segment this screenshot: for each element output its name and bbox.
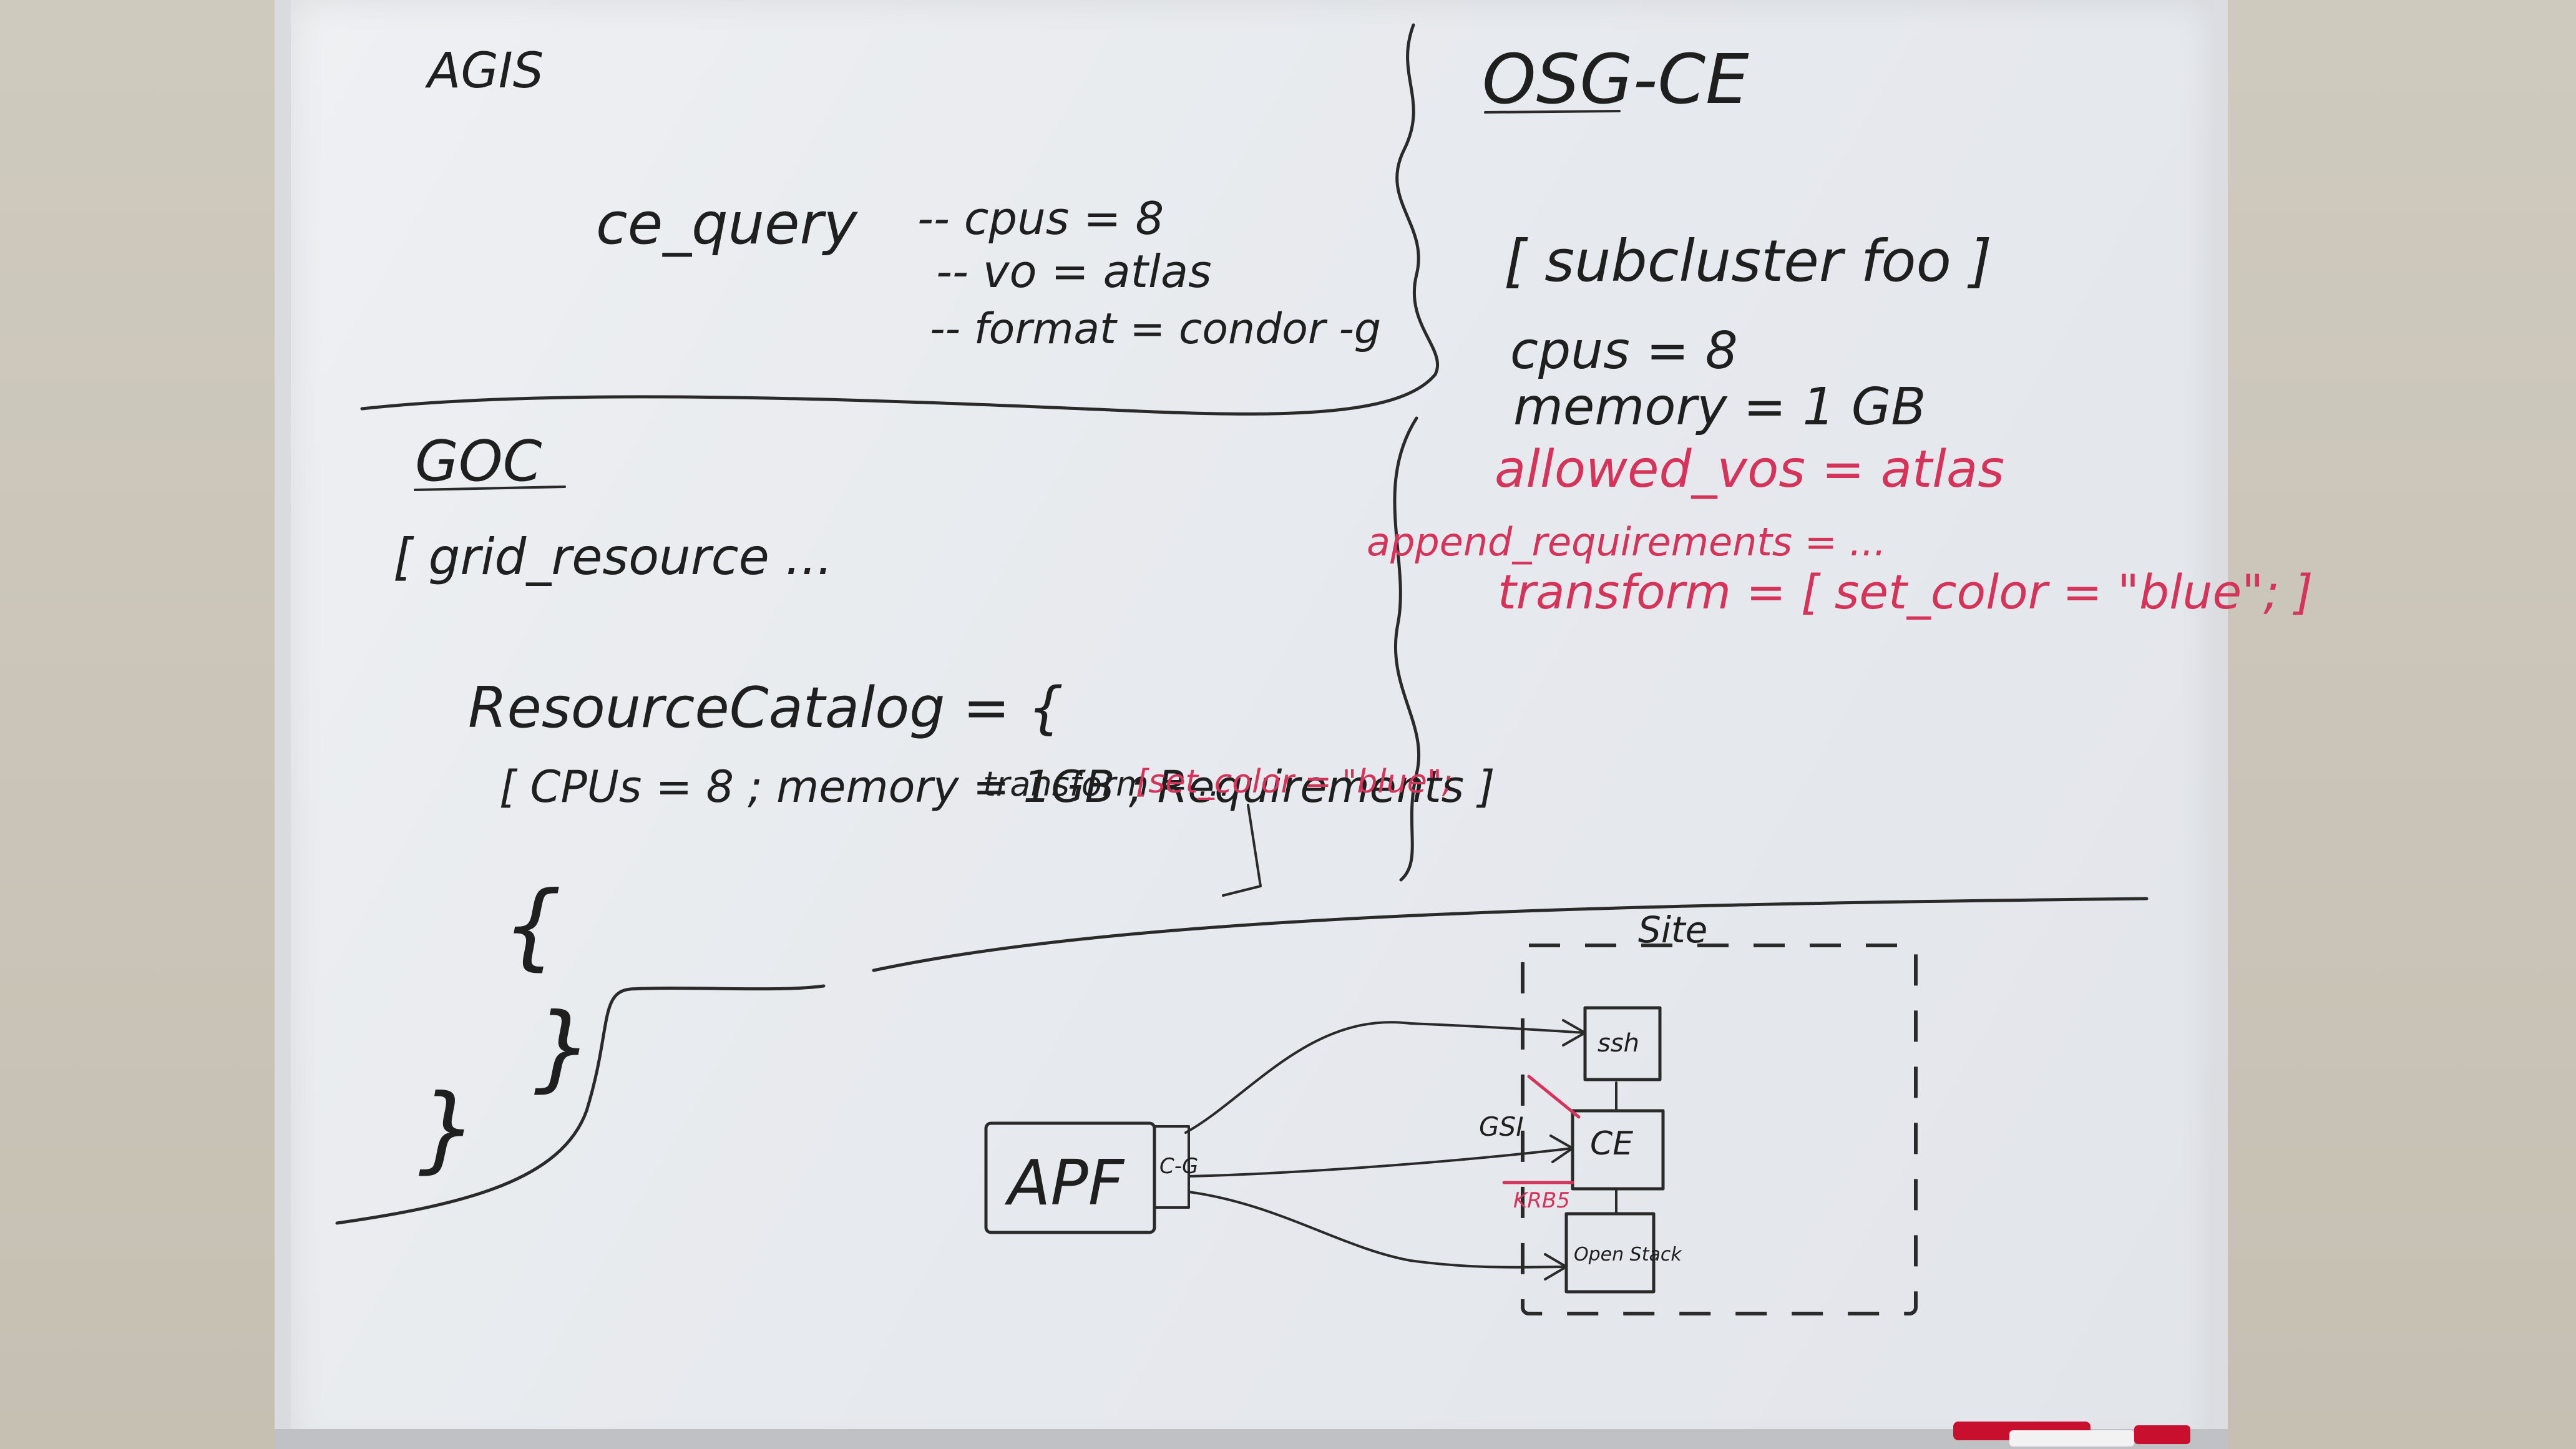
ce-box [1571, 1109, 1665, 1191]
apf-to-ce-arrowhead [1549, 1134, 1574, 1163]
apf-to-ssh-arrowhead [1562, 1019, 1586, 1046]
goc-grid-resource: [ grid_resource ... [393, 528, 833, 586]
ssh-label: ssh [1598, 1029, 1639, 1058]
site-title: Site [1638, 909, 1707, 951]
osg-ce-subcluster: [ subcluster foo ] [1504, 228, 1992, 295]
goc-resource-catalog: ResourceCatalog = { [468, 675, 1063, 741]
apf-to-ssh-arrow [1184, 1021, 1586, 1134]
osg-ce-cpus: cpus = 8 [1510, 321, 1738, 381]
agis-command: ce_query [596, 190, 858, 257]
goc-transform-value: [set_color = "blue"; [1136, 763, 1453, 801]
goc-title-underline [414, 485, 566, 491]
whiteboard [275, 0, 2228, 1449]
osg-ce-transform: transform = [ set_color = "blue"; ] [1498, 564, 2313, 620]
red-annotation-arrow [1527, 1075, 1581, 1119]
gsi-label: GSI [1479, 1111, 1524, 1142]
osg-ce-memory: memory = 1 GB [1513, 378, 1926, 437]
osg-ce-allowed-vos: allowed_vos = atlas [1495, 440, 2004, 499]
agis-option-format: -- format = condor -g [930, 305, 1381, 354]
vertical-squiggle-top [1395, 23, 1440, 376]
krb-label: KRB5 [1513, 1188, 1570, 1213]
red-marker-end [2134, 1425, 2190, 1444]
goc-bottom-line [335, 984, 826, 1225]
ssh-box [1583, 1006, 1662, 1081]
apf-to-openstack-arrowhead [1544, 1253, 1568, 1281]
openstack-box [1564, 1212, 1656, 1294]
apf-to-ce-arrow [1188, 1147, 1574, 1178]
site-boundary [1521, 944, 1918, 1315]
goc-catalog-close-bracket [1222, 804, 1262, 897]
agis-divider-line [360, 373, 1437, 416]
goc-brace-close-inner: } [534, 993, 593, 1102]
goc-brace-close-outer: } [418, 1075, 477, 1183]
osg-ce-title-underline [1484, 110, 1621, 114]
osg-ce-title: OSG-CE [1482, 39, 1749, 119]
goc-catalog-entry: [ CPUs = 8 ; memory = 1GB ; Requirements… [499, 761, 1495, 812]
apf-to-openstack-arrow [1188, 1191, 1568, 1269]
white-marker-cap [2009, 1430, 2134, 1447]
agis-title: AGIS [424, 43, 544, 99]
apf-tag-label: C-G [1159, 1154, 1198, 1179]
openstack-label: Open Stack [1574, 1244, 1682, 1266]
agis-option-cpus: -- cpus = 8 [917, 192, 1164, 245]
ce-label: CE [1590, 1125, 1633, 1163]
apf-label: APF [1004, 1146, 1125, 1219]
agis-option-vo: -- vo = atlas [936, 245, 1212, 298]
goc-title: GOC [415, 429, 542, 494]
horizontal-divider-line [872, 897, 2149, 972]
osg-ce-append-requirements: append_requirements = ... [1367, 519, 1886, 565]
vertical-squiggle-bottom [1393, 416, 1421, 882]
goc-transform-label: transform = ... [983, 764, 1231, 804]
goc-brace-open: { [502, 872, 562, 980]
marker-tray [275, 1429, 2228, 1449]
apf-tag-box [1153, 1125, 1190, 1209]
